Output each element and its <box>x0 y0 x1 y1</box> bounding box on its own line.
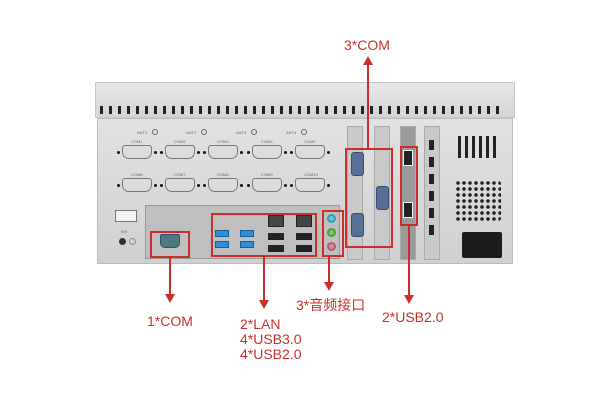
screw-hole-icon <box>327 184 330 187</box>
power-socket <box>462 232 502 258</box>
arrow-down-icon <box>324 282 334 291</box>
ant-label: ANT2 <box>186 130 197 135</box>
arrow-line <box>408 226 410 296</box>
arrow-line <box>367 64 369 148</box>
com-knockout <box>165 178 195 192</box>
audio-mic-jack <box>327 242 336 251</box>
usb-bracket-label: 2*USB2.0 <box>382 309 444 325</box>
io-ports-label-usb2: 4*USB2.0 <box>240 346 302 362</box>
com-knockout <box>208 145 238 159</box>
audio-line-in-jack <box>327 214 336 223</box>
arrow-line <box>169 258 171 294</box>
usb3-port <box>215 241 229 248</box>
arrow-up-icon <box>363 56 373 65</box>
top-com-label: 3*COM <box>344 37 390 53</box>
com-label: COM7 <box>174 172 186 177</box>
screw-hole-icon <box>154 151 157 154</box>
screw-hole-icon <box>240 184 243 187</box>
screw-hole-icon <box>197 184 200 187</box>
psu-vents <box>458 136 498 158</box>
com-label: COM10 <box>304 172 318 177</box>
com-port <box>376 186 389 210</box>
bracket-vents <box>429 140 434 240</box>
com-knockout <box>122 145 152 159</box>
com-knockout <box>295 178 325 192</box>
usb-bracket-highlight <box>400 146 418 226</box>
screw-hole-icon <box>240 151 243 154</box>
ground-screw-icon <box>129 238 136 245</box>
ant-label: ANT1 <box>137 130 148 135</box>
rear-com-highlight <box>150 231 190 258</box>
usb2-port <box>403 150 413 166</box>
com-label: COM1 <box>131 139 143 144</box>
arrow-down-icon <box>259 300 269 309</box>
usb2-port <box>268 245 284 252</box>
screw-hole-icon <box>284 151 287 154</box>
antenna-hole-icon <box>301 129 307 135</box>
screw-hole-icon <box>160 184 163 187</box>
screw-hole-icon <box>203 151 206 154</box>
top-com-highlight <box>345 148 393 248</box>
screw-hole-icon <box>160 151 163 154</box>
com-label: COM4 <box>261 139 273 144</box>
arrow-line <box>328 257 330 283</box>
screw-hole-icon <box>154 184 157 187</box>
io-ports-label-usb3: 4*USB3.0 <box>240 331 302 347</box>
power-switch[interactable] <box>115 210 137 222</box>
screw-hole-icon <box>203 184 206 187</box>
screw-hole-icon <box>290 184 293 187</box>
screw-hole-icon <box>117 184 120 187</box>
ant-label: ANT3 <box>236 130 247 135</box>
usb2-port <box>296 233 312 240</box>
screw-hole-icon <box>290 151 293 154</box>
com-knockout <box>122 178 152 192</box>
audio-line-out-jack <box>327 228 336 237</box>
lan-port <box>296 215 312 227</box>
psu-fan-grille <box>455 180 501 222</box>
screw-hole-icon <box>197 151 200 154</box>
com-label: COM3 <box>217 139 229 144</box>
com-label: COM8 <box>217 172 229 177</box>
antenna-hole-icon <box>251 129 257 135</box>
com-label: COM2 <box>174 139 186 144</box>
arrow-down-icon <box>165 294 175 303</box>
screw-hole-icon <box>247 151 250 154</box>
com-port <box>351 213 364 237</box>
usb3-port <box>240 241 254 248</box>
antenna-hole-icon <box>152 129 158 135</box>
com-label: COM5 <box>304 139 316 144</box>
rear-com-label: 1*COM <box>147 313 193 329</box>
com-knockout <box>208 178 238 192</box>
arrow-line <box>263 257 265 301</box>
com-label: COM6 <box>131 172 143 177</box>
com-knockout <box>252 178 282 192</box>
jack-icon <box>119 238 126 245</box>
io-ports-label-lan: 2*LAN <box>240 316 281 332</box>
antenna-hole-icon <box>201 129 207 135</box>
screw-hole-icon <box>247 184 250 187</box>
com-knockout <box>295 145 325 159</box>
top-vents <box>100 106 505 114</box>
ant-label: ANT4 <box>286 130 297 135</box>
usb3-port <box>240 230 254 237</box>
lan-port <box>268 215 284 227</box>
screw-hole-icon <box>117 151 120 154</box>
rear-com-port <box>160 234 180 248</box>
com-knockout <box>252 145 282 159</box>
com-port <box>351 152 364 176</box>
audio-label: 3*音频接口 <box>296 297 366 313</box>
screw-hole-icon <box>284 184 287 187</box>
screw-hole-icon <box>327 151 330 154</box>
com-label: COM9 <box>261 172 273 177</box>
usb3-port <box>215 230 229 237</box>
usb2-port <box>268 233 284 240</box>
com-knockout <box>165 145 195 159</box>
audio-highlight <box>322 210 344 257</box>
usb2-port <box>296 245 312 252</box>
switch-label: SW <box>121 229 128 234</box>
io-ports-highlight <box>211 213 317 257</box>
arrow-down-icon <box>404 295 414 304</box>
usb2-port <box>403 202 413 218</box>
